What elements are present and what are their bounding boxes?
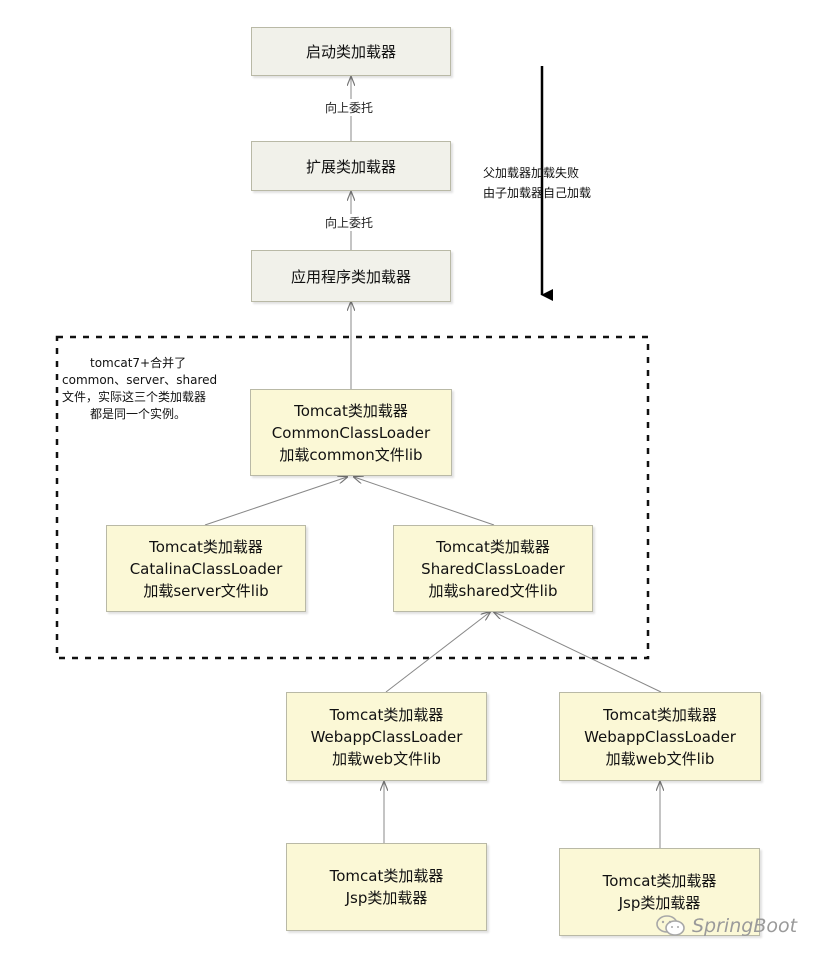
shared-classloader-box: Tomcat类加载器 SharedClassLoader 加载shared文件l… xyxy=(393,525,593,612)
catalina-line-3: 加载server文件lib xyxy=(143,581,269,600)
webapp2-line-3: 加载web文件lib xyxy=(605,749,715,768)
edge-shared-to-common xyxy=(354,477,495,526)
application-classloader-box: 应用程序类加载器 xyxy=(251,250,451,302)
catalina-line-1: Tomcat类加载器 xyxy=(149,537,263,556)
jsp-classloader-box-1: Tomcat类加载器 Jsp类加载器 xyxy=(286,843,487,931)
webapp1-line-2: WebappClassLoader xyxy=(310,727,463,746)
springboot-watermark: SpringBoot xyxy=(656,914,797,938)
fallback-note: 父加载器加载失败 由子加载器自己加载 xyxy=(483,163,591,203)
group-note-line-3: 文件，实际这三个类加载器 xyxy=(62,390,207,404)
webapp-classloader-box-2: Tomcat类加载器 WebappClassLoader 加载web文件lib xyxy=(559,692,761,781)
fallback-note-line-1: 父加载器加载失败 xyxy=(483,166,580,180)
shared-line-1: Tomcat类加载器 xyxy=(436,537,550,556)
extension-label: 扩展类加载器 xyxy=(305,157,396,176)
jsp-classloader-box-2: Tomcat类加载器 Jsp类加载器 xyxy=(559,848,760,936)
jsp2-line-2: Jsp类加载器 xyxy=(618,894,701,912)
jsp1-line-1: Tomcat类加载器 xyxy=(329,867,444,885)
watermark-text: SpringBoot xyxy=(692,915,798,937)
webapp1-line-3: 加载web文件lib xyxy=(332,749,441,768)
bootstrap-classloader-box: 启动类加载器 xyxy=(251,27,451,76)
group-note-line-1: tomcat7+合并了 xyxy=(90,356,187,370)
group-note-line-4: 都是同一个实例。 xyxy=(90,407,187,421)
fallback-note-line-2: 由子加载器自己加载 xyxy=(483,186,592,200)
edge-catalina-to-common xyxy=(204,477,347,526)
webapp2-line-2: WebappClassLoader xyxy=(584,727,736,746)
common-line-2: CommonClassLoader xyxy=(271,423,431,442)
group-note: tomcat7+合并了 common、server、shared 文件，实际这三… xyxy=(62,355,217,423)
catalina-line-2: CatalinaClassLoader xyxy=(129,559,283,578)
common-line-1: Tomcat类加载器 xyxy=(294,401,408,420)
application-label: 应用程序类加载器 xyxy=(290,267,411,286)
common-classloader-box: Tomcat类加载器 CommonClassLoader 加载common文件l… xyxy=(250,389,452,476)
catalina-classloader-box: Tomcat类加载器 CatalinaClassLoader 加载server文… xyxy=(106,525,306,612)
extension-classloader-box: 扩展类加载器 xyxy=(251,141,451,191)
group-note-line-2: common、server、shared xyxy=(62,373,218,387)
bootstrap-label: 启动类加载器 xyxy=(305,43,396,61)
delegate-up-label-2: 向上委托 xyxy=(323,214,376,231)
webapp2-line-1: Tomcat类加载器 xyxy=(603,705,717,724)
edge-webapp1-to-shared xyxy=(385,612,490,693)
webapp1-line-1: Tomcat类加载器 xyxy=(329,705,444,724)
shared-line-2: SharedClassLoader xyxy=(421,559,565,578)
webapp-classloader-box-1: Tomcat类加载器 WebappClassLoader 加载web文件lib xyxy=(286,692,487,781)
common-line-3: 加载common文件lib xyxy=(279,445,423,464)
shared-line-3: 加载shared文件lib xyxy=(428,581,558,600)
jsp2-line-1: Tomcat类加载器 xyxy=(602,872,717,890)
delegate-up-label-1: 向上委托 xyxy=(323,99,376,116)
edge-webapp2-to-shared xyxy=(494,612,662,693)
jsp1-line-2: Jsp类加载器 xyxy=(345,889,428,907)
wechat-icon xyxy=(656,915,685,936)
